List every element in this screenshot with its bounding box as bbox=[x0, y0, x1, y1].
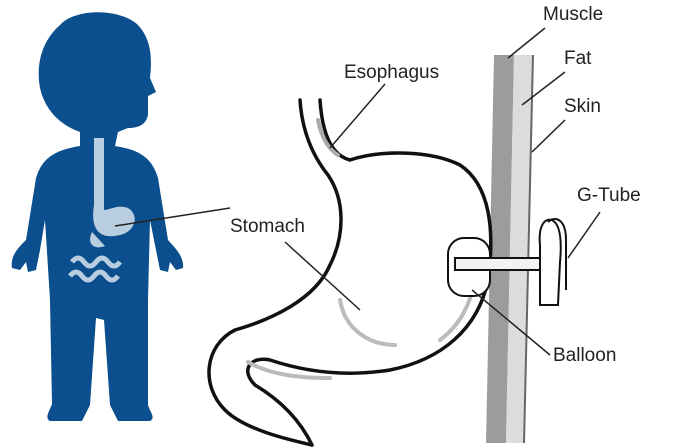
muscle-layer bbox=[486, 55, 514, 443]
label-skin: Skin bbox=[564, 96, 601, 117]
label-muscle: Muscle bbox=[543, 4, 604, 25]
leader-lines bbox=[114, 27, 601, 356]
skin-layer bbox=[523, 54, 534, 444]
child-digestive-organs bbox=[68, 138, 135, 283]
stomach-illustration bbox=[207, 98, 493, 447]
label-balloon: Balloon bbox=[553, 345, 617, 366]
label-fat: Fat bbox=[564, 48, 592, 69]
label-stomach: Stomach bbox=[230, 216, 305, 237]
g-tube-device bbox=[447, 218, 567, 306]
label-esophagus: Esophagus bbox=[344, 62, 440, 83]
body-wall bbox=[486, 54, 534, 444]
label-g-tube: G-Tube bbox=[577, 185, 641, 206]
